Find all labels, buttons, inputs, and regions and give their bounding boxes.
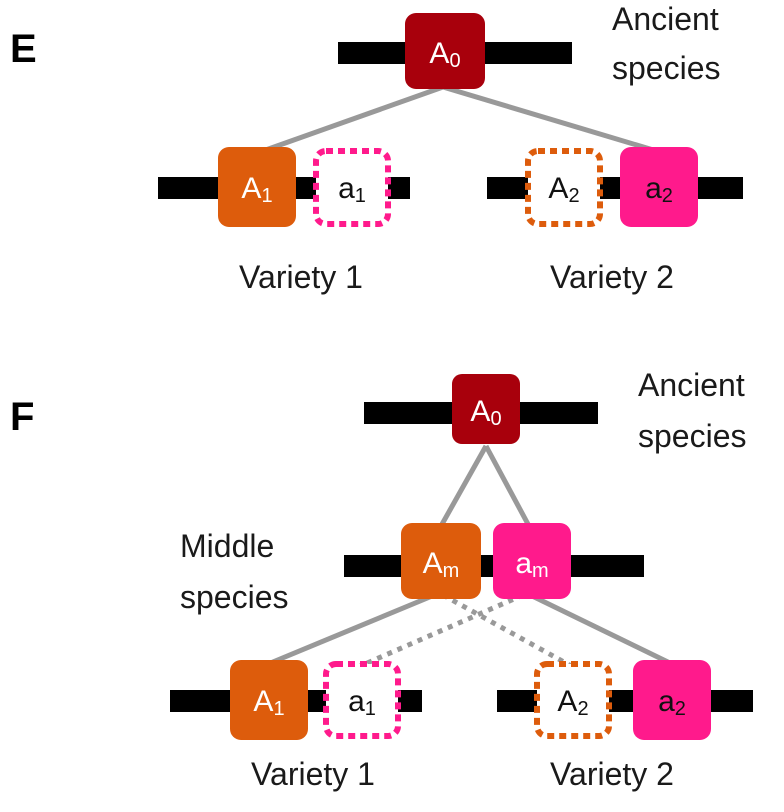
connector-f-ancient-to-middle-a: [483, 444, 532, 528]
connector-f-am-to-a1-dotted: [357, 592, 524, 670]
gene-label-sub: 1: [273, 698, 284, 720]
gene-f-variety1-a1-absent: a1: [323, 661, 401, 739]
connector-f-Am-to-A2-dotted: [441, 592, 575, 670]
svg-text:am: am: [515, 547, 548, 582]
svg-text:A2: A2: [557, 685, 588, 720]
gene-label-base: A: [423, 547, 443, 580]
gene-f-variety1-A1-filled: A1: [230, 660, 308, 740]
svg-text:a2: a2: [645, 172, 673, 207]
gene-label-sub: 0: [490, 408, 501, 430]
gene-label-base: A: [241, 172, 261, 205]
gene-e-variety2-A2-absent: A2: [525, 148, 603, 227]
variety-label-f-1: Variety 1: [251, 756, 375, 792]
gene-label-base: a: [658, 685, 675, 718]
svg-text:A1: A1: [253, 685, 284, 720]
gene-e-variety1-a1-filled: A1: [218, 147, 296, 227]
gene-label-sub: 1: [355, 185, 366, 207]
variety-label-e-1: Variety 1: [239, 259, 363, 295]
gene-label-base: A: [548, 172, 568, 205]
svg-text:a1: a1: [348, 685, 376, 720]
gene-label-sub: 1: [365, 698, 376, 720]
gene-label-sub: 1: [261, 185, 272, 207]
gene-e-variety1-a1-absent: a1: [313, 148, 391, 227]
connector-e-ancient-to-variety1: [259, 84, 444, 155]
svg-text:a1: a1: [338, 172, 366, 207]
ancient-label-f-line2: species: [638, 418, 747, 454]
gene-e-variety2-a2-filled: a2: [620, 147, 698, 227]
gene-e-ancient: A0: [405, 13, 485, 89]
gene-f-variety2-A2-absent: A2: [534, 661, 612, 739]
panel-letter-f: F: [10, 395, 34, 439]
gene-f-middle-am: am: [493, 523, 571, 599]
gene-f-middle-Am: Am: [401, 523, 481, 599]
gene-label-base: a: [645, 172, 662, 205]
gene-f-ancient: A0: [452, 374, 520, 444]
variety-label-e-2: Variety 2: [550, 259, 674, 295]
gene-label-base: a: [348, 685, 365, 718]
variety-label-f-2: Variety 2: [550, 756, 674, 792]
panel-e: E A0 Ancient species A1 a1 Variet: [10, 1, 743, 295]
svg-text:Am: Am: [423, 547, 460, 582]
svg-text:A2: A2: [548, 172, 579, 207]
panel-letter-e: E: [10, 27, 37, 71]
svg-text:A0: A0: [429, 37, 460, 72]
gene-label-base: A: [470, 395, 490, 428]
gene-label-base: A: [429, 37, 449, 70]
connector-f-Am-to-A1: [267, 591, 438, 667]
middle-label-line1: Middle: [180, 528, 274, 564]
ancient-label-e-line1: Ancient: [612, 1, 719, 37]
gene-label-sub: 0: [449, 50, 460, 72]
gene-label-sub: m: [532, 560, 549, 582]
ancient-label-f-line1: Ancient: [638, 367, 745, 403]
gene-label-base: a: [338, 172, 355, 205]
panel-f: F A0 Ancient species Middle species Am: [10, 367, 753, 792]
middle-label-line2: species: [180, 579, 289, 615]
connector-f-ancient-to-middle-A: [438, 444, 489, 528]
ancient-label-e-line2: species: [612, 50, 721, 86]
svg-text:a2: a2: [658, 685, 686, 720]
gene-f-variety2-a2-filled: a2: [633, 660, 711, 740]
gene-label-sub: 2: [675, 698, 686, 720]
svg-text:A1: A1: [241, 172, 272, 207]
gene-label-base: A: [253, 685, 273, 718]
gene-label-sub: 2: [577, 698, 588, 720]
connector-e-ancient-to-variety2: [442, 84, 661, 155]
svg-text:A0: A0: [470, 395, 501, 430]
gene-label-base: A: [557, 685, 577, 718]
gene-label-base: a: [515, 547, 532, 580]
gene-label-sub: 2: [662, 185, 673, 207]
gene-label-sub: m: [443, 560, 460, 582]
gene-label-sub: 2: [568, 185, 579, 207]
connector-f-am-to-a2: [526, 591, 674, 667]
